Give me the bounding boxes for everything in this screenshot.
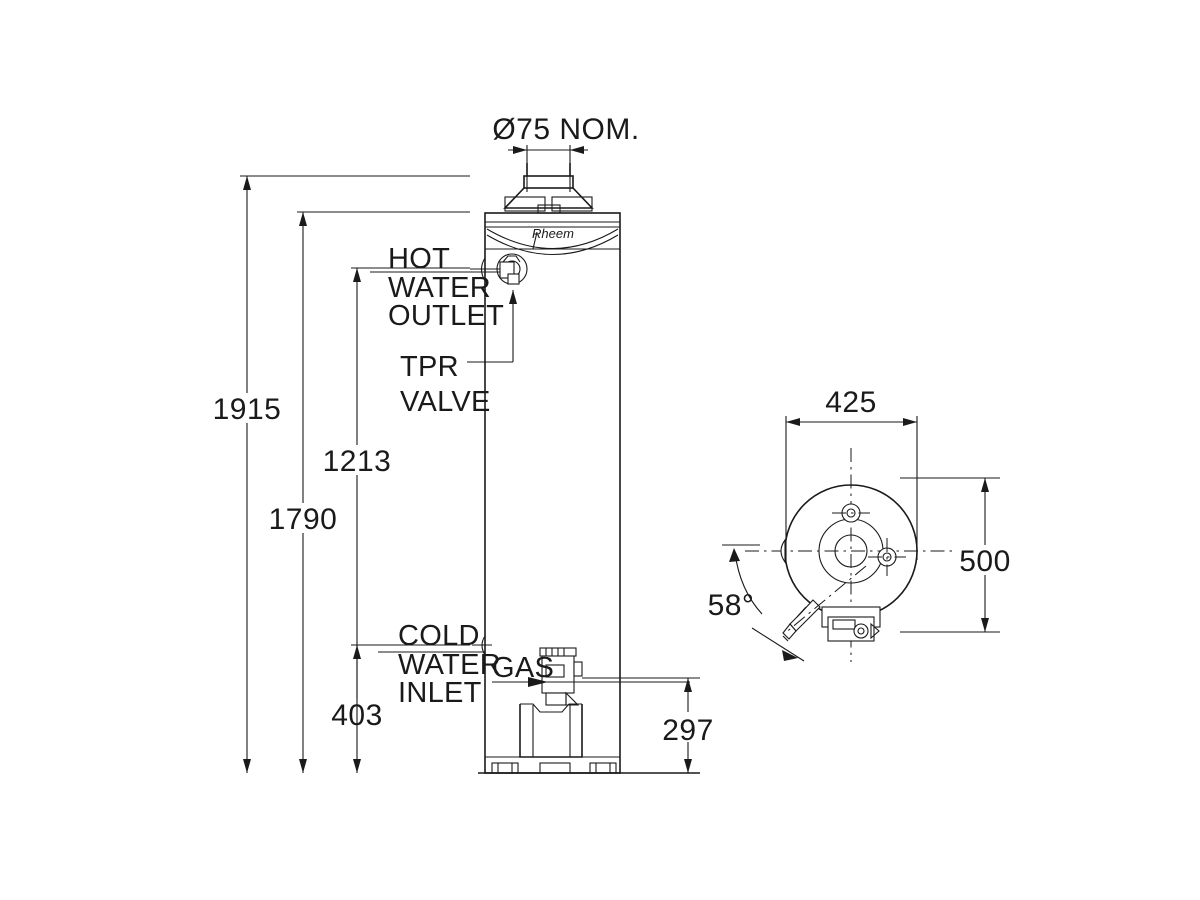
- cold-water-inlet-fitting: [472, 635, 492, 656]
- plan-gas-bracket: [870, 622, 880, 640]
- gas-valve-bracket: [565, 691, 580, 706]
- callout-tpr-valve-line1: TPR: [400, 351, 459, 383]
- brand-tick: [532, 231, 538, 250]
- arrow-1790-bottom: [299, 759, 307, 773]
- dim-label-tank-top-height: 1790: [269, 503, 338, 536]
- callout-gas: GAS: [492, 652, 554, 684]
- tank-foot-center: [539, 762, 571, 774]
- dim-label-cold-inlet-height: 403: [331, 699, 383, 732]
- burner-shroud-top: [520, 703, 582, 713]
- gas-valve-dial: [545, 664, 565, 678]
- cowl-base-left: [504, 196, 546, 212]
- flue-cowl-taper: [503, 187, 594, 209]
- flue-assembly: [503, 163, 594, 214]
- callout-hot-water-outlet-line1: HOT: [388, 243, 450, 275]
- dim-label-gas-valve-angle: 58°: [708, 589, 755, 622]
- brand-swoosh: [486, 228, 619, 249]
- callout-tpr-valve-line2: VALVE: [400, 386, 491, 418]
- plan-hot-outlet-port-inner: [846, 508, 856, 518]
- dim-label-plan-depth: 500: [959, 545, 1011, 578]
- gas-control-valve: [519, 647, 583, 758]
- arrow-500-bottom: [981, 618, 989, 632]
- dim-label-plan-width: 425: [825, 386, 877, 419]
- dim-label-hot-outlet-height: 1213: [323, 445, 392, 478]
- cowl-base-right: [551, 196, 593, 212]
- arrow-tpr: [509, 290, 517, 304]
- plan-pilot-tube: [789, 599, 821, 632]
- callout-cold-water-inlet-line3: INLET: [398, 677, 482, 709]
- tpr-valve-outlet: [507, 273, 520, 285]
- front-view-callouts: [370, 271, 690, 687]
- arrow-297-bottom: [684, 759, 692, 773]
- arrow-500-top: [981, 478, 989, 492]
- callout-cold-water-inlet-line1: COLD: [398, 620, 480, 652]
- plan-pilot-axis-centerline: [783, 565, 867, 635]
- arrow-1915-top: [243, 176, 251, 190]
- callout-text-group: HOT WATER OUTLET TPR VALVE COLD WATER IN…: [388, 243, 554, 709]
- tpr-valve-lever: [502, 255, 521, 263]
- arrow-58deg-lower: [782, 650, 798, 661]
- callout-cold-water-inlet-line2: WATER: [398, 649, 501, 681]
- tank-foot-left: [491, 762, 519, 774]
- gas-valve-side-port: [573, 661, 583, 677]
- flue-collar: [523, 175, 574, 189]
- dim-label-gas-height: 297: [662, 714, 714, 747]
- plan-gas-knob-inner: [857, 627, 865, 635]
- brand-swoosh-2: [486, 234, 619, 255]
- callout-hot-water-outlet-line2: WATER: [388, 272, 491, 304]
- plan-view-dimensions: 425 500 58°: [708, 386, 1011, 662]
- arrow-297-top: [684, 678, 692, 692]
- tpr-valve-fitting: [470, 253, 528, 285]
- plan-flue-bore: [834, 534, 868, 568]
- dim-label-overall-height: 1915: [213, 393, 282, 426]
- callout-hot-water-outlet-line3: OUTLET: [388, 300, 504, 332]
- front-view-dimensions: 1915 1790 1213 403: [213, 113, 714, 773]
- plan-view-geometry: [745, 448, 955, 662]
- gas-valve-stem: [545, 692, 567, 706]
- arrow-1915-bottom: [243, 759, 251, 773]
- plan-pilot-nozzle: [782, 623, 797, 640]
- cowl-base-center: [537, 204, 561, 214]
- burner-shroud: [519, 704, 583, 758]
- arrow-425-right: [903, 418, 917, 426]
- arrow-1213-bottom: [353, 759, 361, 773]
- tank-foot-right: [589, 762, 617, 774]
- arrow-1790-top: [299, 212, 307, 226]
- arrow-flue-left: [513, 146, 527, 154]
- leader-58deg-lower: [751, 627, 805, 662]
- plan-pilot-tube-seam: [796, 606, 807, 618]
- plan-pilot-tip: [782, 635, 789, 642]
- brand-label: Rheem: [532, 226, 574, 241]
- dim-label-flue-diameter: Ø75 NOM.: [492, 113, 639, 146]
- arrow-gas: [528, 677, 548, 687]
- plan-tpr-port-inner: [882, 552, 892, 562]
- plan-gas-knob: [853, 623, 869, 639]
- arrow-1213-top: [353, 268, 361, 282]
- arrow-58deg-upper: [729, 548, 740, 562]
- arrow-flue-right: [570, 146, 584, 154]
- plan-cold-inlet-nub: [780, 538, 786, 564]
- arrow-425-left: [786, 418, 800, 426]
- plan-gas-housing-window: [832, 619, 856, 630]
